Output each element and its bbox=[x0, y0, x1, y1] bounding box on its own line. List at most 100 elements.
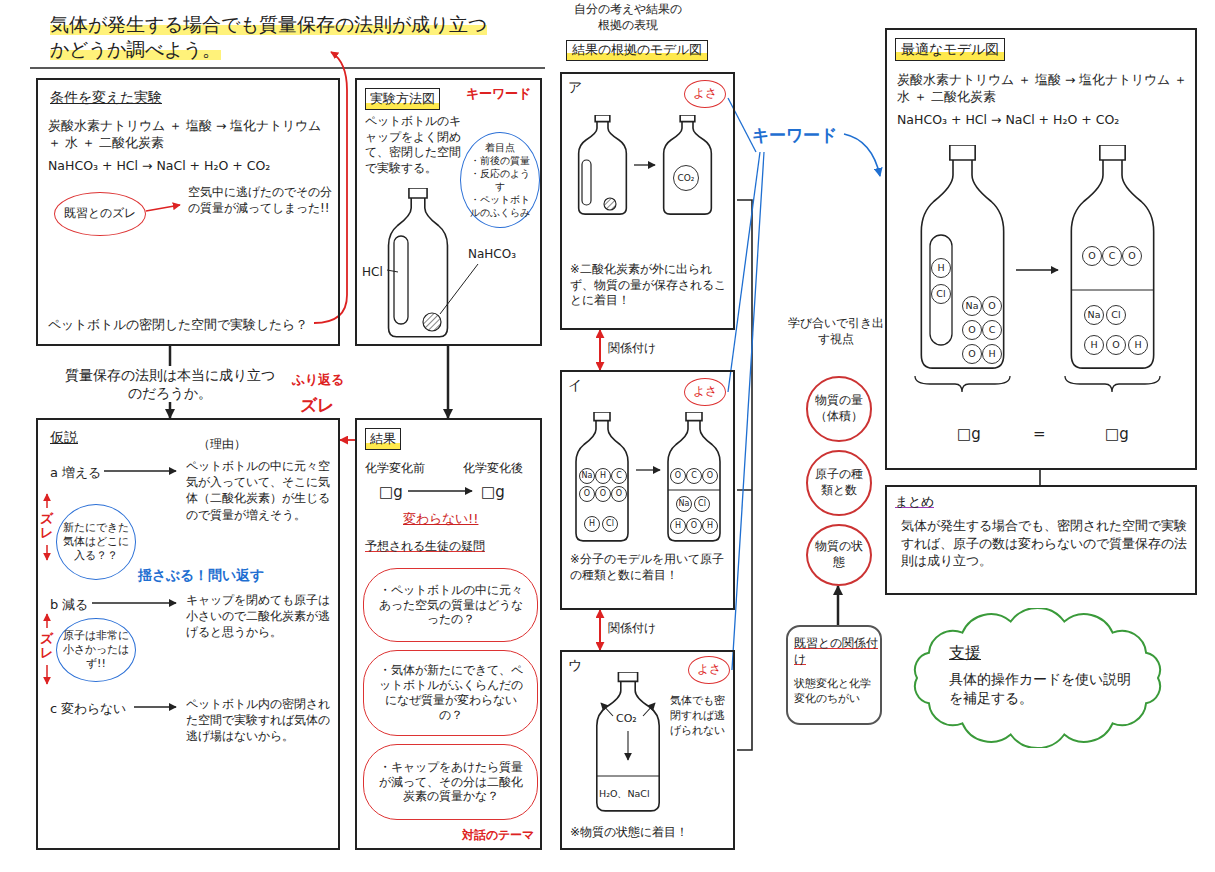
node-text: 気体でも密閉すれば逃げられない bbox=[670, 694, 734, 739]
method-box: 実験方法図ペットボトルのキャップをよく閉めて、密閉した空間で実験する。HClNa… bbox=[355, 78, 542, 346]
node-heading: イ bbox=[568, 376, 582, 395]
red-leader bbox=[146, 205, 180, 211]
atom-label: O bbox=[702, 468, 718, 484]
keyword-mark: キーワード bbox=[466, 86, 531, 103]
gap-bubble: 既習とのズレ bbox=[54, 192, 146, 236]
node-text: 炭酸水素ナトリウム ＋ 塩酸 → 塩化ナトリウム ＋ 水 ＋ 二酸化炭素 bbox=[897, 72, 1189, 106]
atom-label: O bbox=[962, 320, 982, 340]
node-heading: まとめ bbox=[895, 493, 934, 511]
atom-label: Cl bbox=[602, 516, 618, 532]
viewpoint-circle: 物質の状態 bbox=[806, 524, 872, 586]
gap-mark: ズレ bbox=[40, 512, 53, 541]
gap-arrow bbox=[46, 614, 48, 628]
atom-label: C bbox=[611, 468, 627, 484]
node-heading: 既習との関係付け bbox=[794, 635, 878, 667]
atom-label: Cl bbox=[931, 284, 951, 304]
node-text: 物質の量（体積） bbox=[813, 393, 865, 424]
atom-label: C bbox=[1102, 246, 1122, 266]
atom-label: H bbox=[670, 518, 686, 534]
liquid-surface bbox=[597, 776, 659, 777]
viewpoint-circle: 物質の量（体積） bbox=[806, 376, 872, 442]
prior-learning-box: 既習との関係付け状態変化と化学変化のちがい bbox=[786, 625, 882, 725]
question-bubble: 新たにできた気体はどこに入る？？ bbox=[56, 504, 136, 580]
connector bbox=[340, 439, 355, 441]
keyword-arrow bbox=[844, 134, 880, 176]
node-text: ・気体が新たにできて、ペットボトルがふくらんだのになぜ質量が変わらないの？ bbox=[376, 663, 525, 723]
merit-badge: よさ bbox=[688, 656, 730, 684]
atom-label: Na bbox=[1084, 305, 1104, 325]
focus-circle: 着目点・前後の質量・反応のようす・ペットボトルのふくらみ bbox=[460, 132, 540, 228]
prompt-mark: 揺さぶる！問い返す bbox=[138, 566, 264, 584]
atom-label: O bbox=[1106, 335, 1126, 355]
gas-arrow bbox=[627, 731, 628, 760]
connector bbox=[599, 610, 601, 650]
node-text: □g bbox=[957, 424, 981, 444]
node-text: ペットボトルのキャップをよく閉めて、密閉した空間で実験する。 bbox=[365, 114, 461, 176]
test-tube bbox=[930, 235, 952, 345]
node-text: ・ペットボトルの中に元々あった空気の質量はどうなったの？ bbox=[376, 583, 525, 628]
pet-bottle bbox=[597, 672, 659, 811]
question-oval: ・ペットボトルの中に元々あった空気の質量はどうなったの？ bbox=[363, 568, 538, 642]
node-text: 予想される生徒の疑問 bbox=[365, 538, 485, 554]
section-heading: 自分の考えや結果の根拠の表現 bbox=[572, 2, 684, 33]
node-text: NaHCO₃ bbox=[468, 246, 516, 262]
title-underline bbox=[30, 67, 545, 69]
connector bbox=[1039, 470, 1041, 485]
node-heading: ア bbox=[568, 78, 582, 97]
node-heading: 支援 bbox=[949, 642, 981, 664]
node-text: （理由） bbox=[198, 436, 246, 452]
keyword-line bbox=[728, 152, 760, 392]
atom-label: C bbox=[686, 468, 702, 484]
node-text: 状態変化と化学変化のちがい bbox=[794, 677, 878, 707]
powder bbox=[604, 198, 616, 210]
change-arrow bbox=[634, 164, 655, 165]
theme-mark: 対話のテーマ bbox=[462, 828, 534, 844]
edge-label: 関係付け bbox=[608, 341, 656, 357]
node-text: b 減る bbox=[50, 596, 88, 614]
condition-box: 条件を変えた実験炭酸水素ナトリウム ＋ 塩酸 → 塩化ナトリウム ＋ 水 ＋ 二… bbox=[36, 78, 340, 346]
atom-label: H bbox=[1084, 335, 1104, 355]
pet-bottle bbox=[664, 115, 712, 214]
viewpoint-circle: 原子の種類と数 bbox=[806, 450, 872, 516]
pet-bottle bbox=[576, 412, 628, 541]
node-text: 物質の状態 bbox=[813, 539, 865, 570]
atom-label: O bbox=[611, 486, 627, 502]
node-text: 具体的操作カードを使い説明を補足する。 bbox=[949, 670, 1137, 708]
node-text: a 増える bbox=[50, 464, 101, 482]
atom-label: Na bbox=[962, 296, 982, 316]
connector bbox=[837, 586, 840, 625]
node-heading: 最適なモデル図 bbox=[895, 38, 1005, 61]
section-heading: 結果の根拠のモデル図 bbox=[566, 40, 708, 61]
liquid-surface bbox=[1071, 290, 1154, 291]
atom-label: C bbox=[982, 320, 1002, 340]
node-text: 炭酸水素ナトリウム ＋ 塩酸 → 塩化ナトリウム ＋ 水 ＋ 二酸化炭素 bbox=[48, 118, 332, 152]
node-text: ※二酸化炭素が外に出られず、物質の量が保存されることに着目！ bbox=[570, 262, 730, 309]
node-text: 既習とのズレ bbox=[64, 206, 136, 222]
leader-line bbox=[440, 264, 478, 314]
node-text: □g bbox=[481, 482, 505, 502]
liquid-surface bbox=[668, 490, 720, 491]
atom-label: H bbox=[982, 344, 1002, 364]
keyword-line bbox=[728, 98, 756, 152]
node-text: □g bbox=[1105, 424, 1129, 444]
node-text: 化学変化後 bbox=[463, 460, 523, 476]
node-heading: ウ bbox=[568, 656, 582, 675]
atom-label: O bbox=[962, 344, 982, 364]
node-text: 原子の種類と数 bbox=[813, 467, 865, 498]
node-text: NaHCO₃ + HCl → NaCl + H₂O + CO₂ bbox=[897, 112, 1189, 129]
question-bubble: 原子は非常に小さかったはず!! bbox=[56, 618, 136, 682]
pet-bottle bbox=[389, 188, 448, 337]
node-text: ※物質の状態に着目！ bbox=[570, 824, 688, 840]
node-heading: 結果 bbox=[365, 428, 401, 450]
node-text: □g bbox=[379, 482, 403, 502]
section-heading: 学び合いで引き出す視点 bbox=[786, 316, 886, 347]
node-text: キャップを閉めても原子は小さいので二酸化炭素が逃げると思うから。 bbox=[186, 592, 336, 641]
gap-arrow bbox=[46, 494, 48, 508]
question-oval: ・キャップをあけたら質量が減って、その分は二酸化炭素の質量かな？ bbox=[363, 744, 538, 820]
atom-label: O bbox=[1122, 246, 1142, 266]
atom-label: H bbox=[931, 258, 951, 278]
brace bbox=[915, 376, 1010, 392]
node-text: よさ bbox=[693, 384, 717, 400]
question-text: 質量保存の法則は本当に成り立つのだろうか。 bbox=[60, 366, 280, 402]
